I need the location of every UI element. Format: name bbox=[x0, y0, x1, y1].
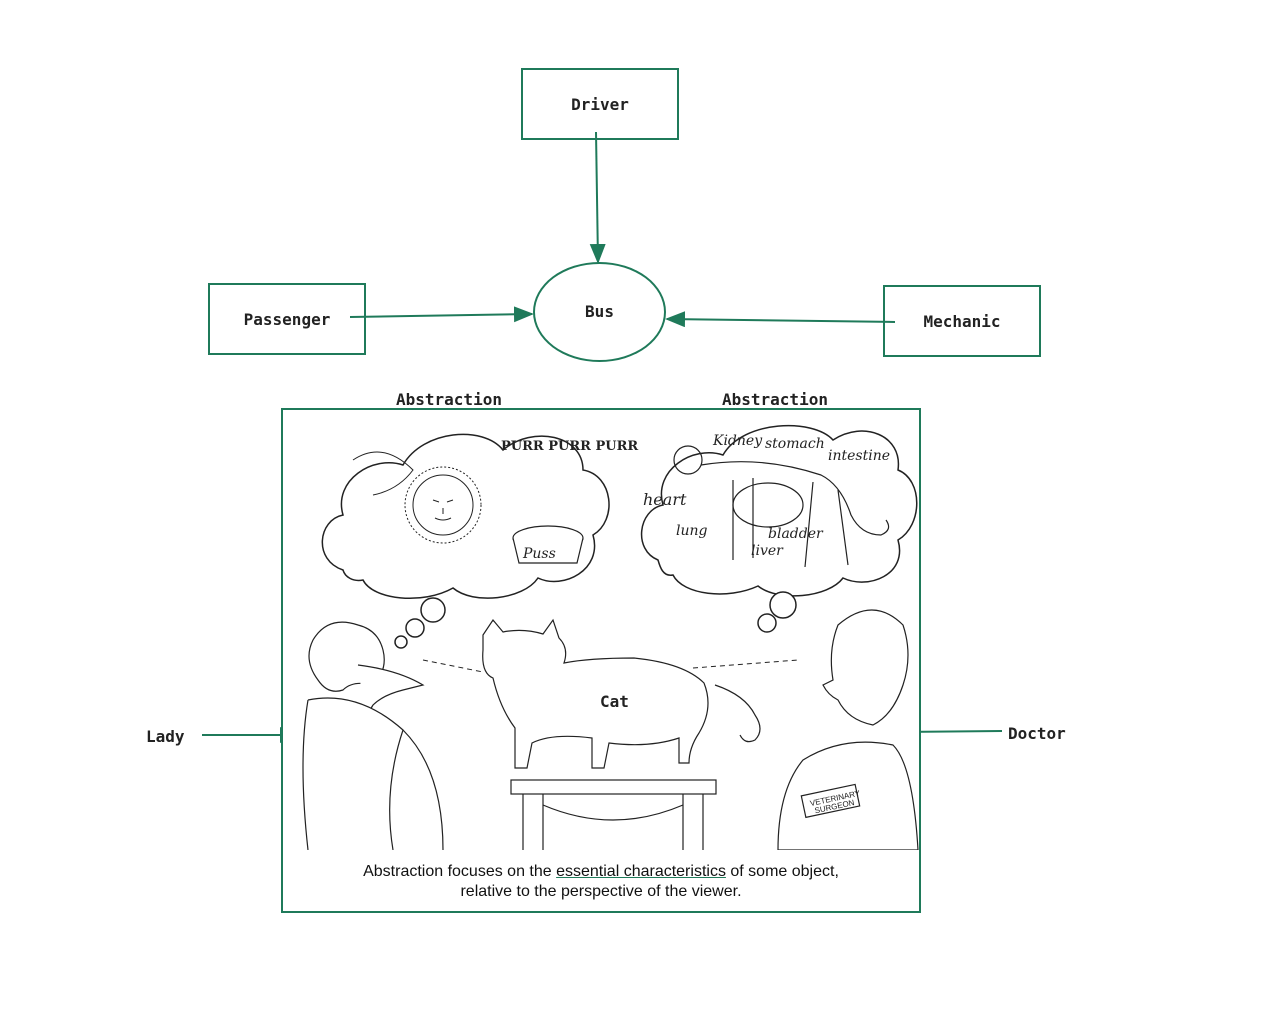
cartoon-illustration: PURR PURR PURR Puss Kidney stomach intes… bbox=[302, 424, 919, 850]
stool-drawing bbox=[510, 779, 717, 850]
bowl-text: Puss bbox=[522, 546, 556, 562]
fluffy-cat-drawing bbox=[352, 451, 482, 544]
caption-pre: Abstraction focuses on the bbox=[363, 863, 557, 880]
lady-label: Lady bbox=[146, 727, 185, 746]
doctor-drawing bbox=[777, 609, 919, 850]
passenger-node: Passenger bbox=[208, 283, 366, 355]
mechanic-label: Mechanic bbox=[923, 311, 1001, 331]
caption-post: of some object, bbox=[725, 863, 839, 880]
organ-kidney: Kidney bbox=[712, 433, 763, 449]
organ-lung: lung bbox=[676, 523, 708, 539]
cat-drawing bbox=[482, 618, 761, 769]
doctor-thought-cloud bbox=[641, 424, 918, 633]
caption-line-1: Abstraction focuses on the essential cha… bbox=[283, 862, 919, 882]
cat-skeleton-drawing bbox=[673, 445, 890, 568]
purr-text: PURR PURR PURR bbox=[501, 439, 638, 454]
organ-liver: liver bbox=[751, 543, 784, 559]
passenger-label: Passenger bbox=[243, 309, 331, 329]
lady-drawing bbox=[302, 621, 444, 850]
bus-node: Bus bbox=[533, 262, 666, 362]
arrow-driver-bus bbox=[589, 131, 606, 264]
driver-node: Driver bbox=[521, 68, 679, 140]
caption-emphasis: essential characteristics bbox=[556, 863, 726, 880]
cat-label: Cat bbox=[600, 692, 629, 711]
organ-heart: heart bbox=[643, 490, 687, 509]
lady-sightline bbox=[422, 659, 484, 673]
mechanic-node: Mechanic bbox=[883, 285, 1041, 357]
abstraction-label-left: Abstraction bbox=[396, 390, 502, 409]
organ-stomach: stomach bbox=[765, 436, 825, 452]
arrow-passenger-bus bbox=[349, 306, 534, 323]
doctor-label: Doctor bbox=[1008, 724, 1066, 743]
abstraction-illustration-panel: PURR PURR PURR Puss Kidney stomach intes… bbox=[281, 408, 921, 913]
organ-bladder: bladder bbox=[768, 526, 824, 542]
organ-intestine: intestine bbox=[828, 448, 890, 464]
bus-label: Bus bbox=[585, 302, 614, 321]
panel-caption: Abstraction focuses on the essential cha… bbox=[283, 862, 919, 902]
abstraction-label-right: Abstraction bbox=[722, 390, 828, 409]
caption-line-2: relative to the perspective of the viewe… bbox=[460, 883, 742, 900]
driver-label: Driver bbox=[571, 94, 629, 114]
food-bowl bbox=[512, 525, 584, 564]
doctor-sightline bbox=[692, 659, 799, 669]
arrow-mechanic-bus bbox=[665, 311, 896, 328]
